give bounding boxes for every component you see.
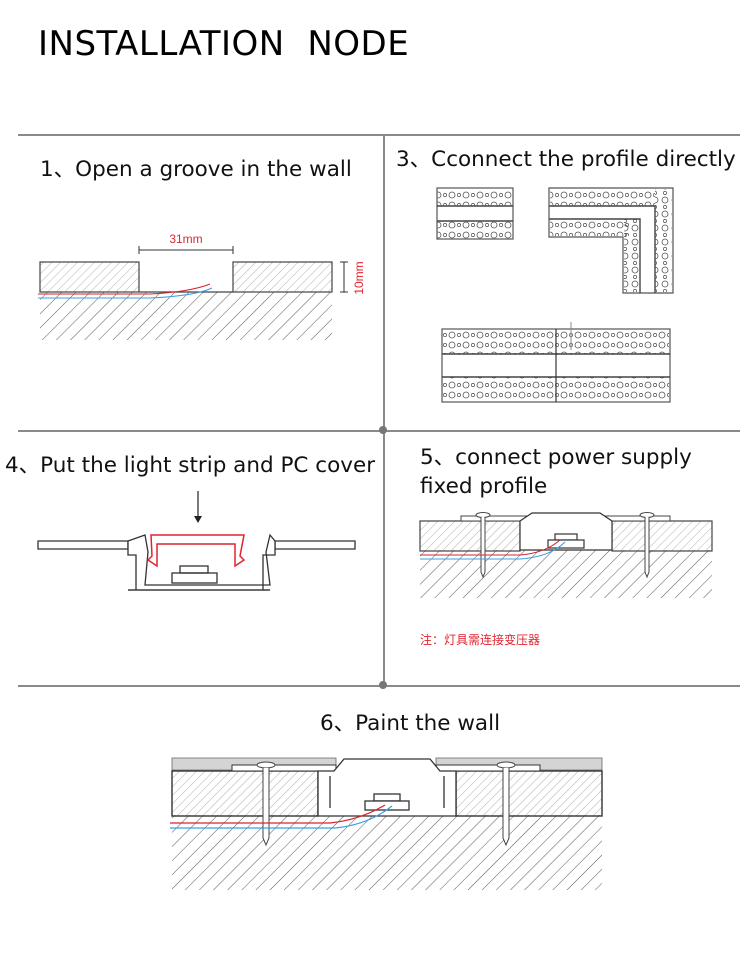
l-corner-connector <box>548 187 674 294</box>
divider-top <box>18 134 740 136</box>
wall-block-right <box>232 261 333 293</box>
step-4-heading: 4、Put the light strip and PC cover <box>5 453 376 478</box>
profile-body <box>519 512 613 551</box>
step-1-heading: 1、Open a groove in the wall <box>40 157 352 182</box>
dimension-width-line <box>138 246 234 254</box>
wire-red <box>38 283 211 295</box>
screw-right <box>496 761 516 847</box>
screw-right <box>639 512 655 579</box>
step-5-note: 注：灯具需连接变压器 <box>420 633 541 647</box>
wall-ground-hatch <box>40 292 332 340</box>
wire-red <box>170 804 386 824</box>
dimension-depth-line <box>340 261 348 293</box>
pc-cover <box>146 534 246 568</box>
dimension-width-label: 31mm <box>169 232 202 246</box>
screw-left <box>256 761 276 847</box>
screw-left <box>475 512 491 579</box>
divider-junction-dot <box>379 426 387 434</box>
page-title: INSTALLATION NODE <box>38 24 410 64</box>
profile-flange-left <box>231 764 337 772</box>
step-5-heading-line2: fixed profile <box>420 474 548 499</box>
arrow-head <box>194 516 202 523</box>
wall-block-right <box>455 770 603 817</box>
wire-blue <box>38 287 213 299</box>
profile-body <box>317 758 457 817</box>
wall-block-left <box>39 261 140 293</box>
divider-junction-dot <box>379 681 387 689</box>
joined-profiles <box>441 322 671 403</box>
ground-hatch <box>172 815 602 890</box>
aluminum-profile <box>37 533 356 591</box>
ground-hatch <box>420 550 712 598</box>
wire-red <box>420 539 561 556</box>
step-5-heading-line1: 5、connect power supply <box>420 445 692 470</box>
straight-connector <box>436 187 514 240</box>
wall-block-left <box>171 770 319 817</box>
wall-block-right <box>611 520 713 552</box>
dimension-depth-label: 10mm <box>352 261 366 294</box>
step-6-heading: 6、Paint the wall <box>320 711 501 736</box>
step-3-heading: 3、Cconnect the profile directly <box>396 147 736 172</box>
divider-vertical <box>383 134 385 686</box>
wire-blue <box>170 805 393 829</box>
wire-blue <box>420 541 566 560</box>
profile-flange-right <box>435 764 541 772</box>
